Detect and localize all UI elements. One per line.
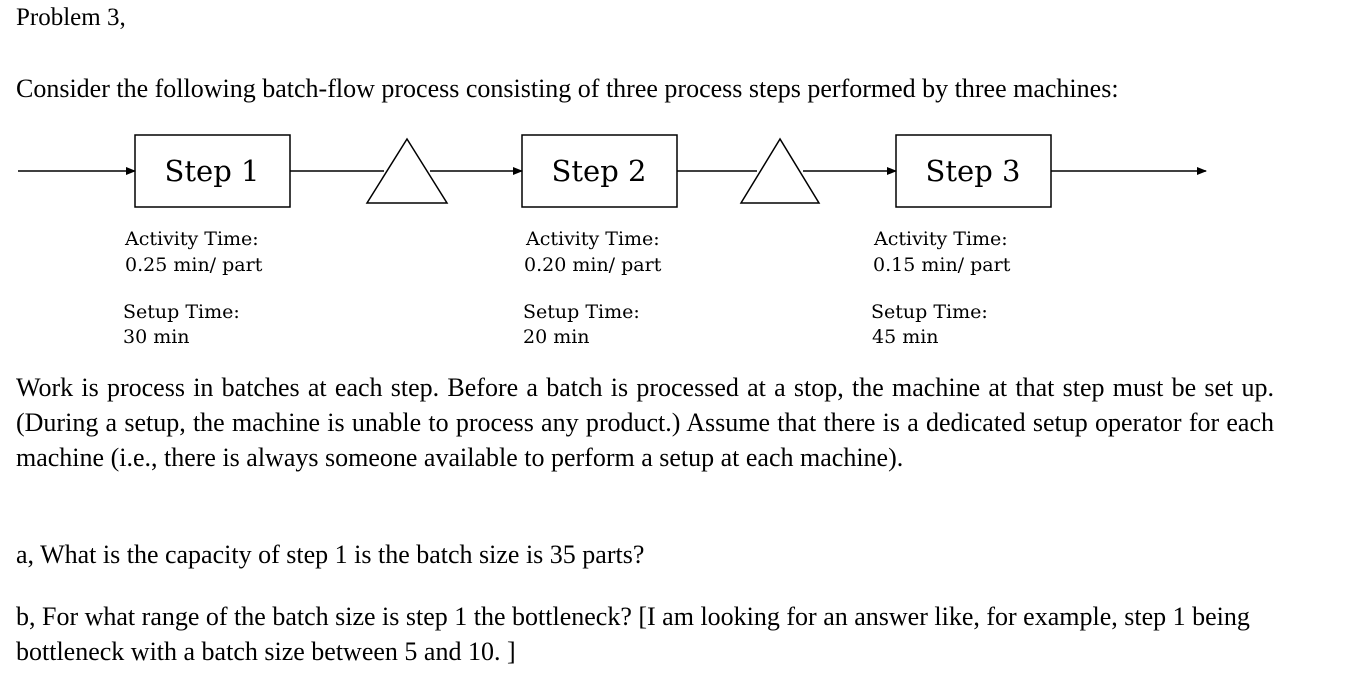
- step2-activity-label: Activity Time:: [525, 228, 660, 250]
- step1-label: Step 1: [165, 154, 260, 188]
- step1-activity-value: 0.25 min/ part: [125, 254, 263, 276]
- inventory-buffer-1: [365, 137, 449, 204]
- step1-setup-value: 30 min: [123, 326, 190, 348]
- step2-box: [521, 134, 678, 208]
- step2-setup-label: Setup Time:: [523, 301, 640, 323]
- step2-activity-value: 0.20 min/ part: [524, 254, 662, 276]
- step3-setup-label: Setup Time:: [871, 301, 988, 323]
- problem-description: Work is process in batches at each step.…: [16, 373, 1274, 472]
- step3-box: [895, 134, 1052, 208]
- step2-label: Step 2: [552, 154, 647, 188]
- step3-activity-value: 0.15 min/ part: [873, 254, 1011, 276]
- step1-box: [134, 134, 291, 208]
- step3-setup-value: 45 min: [872, 326, 939, 348]
- question-b: b, For what range of the batch size is s…: [16, 602, 1250, 666]
- step1-setup-label: Setup Time:: [123, 301, 240, 323]
- step3-label: Step 3: [926, 154, 1021, 188]
- step1-activity-label: Activity Time:: [124, 228, 259, 250]
- intro-text: Consider the following batch-flow proces…: [16, 74, 1119, 103]
- step3-activity-label: Activity Time:: [873, 228, 1008, 250]
- step2-setup-value: 20 min: [523, 326, 590, 348]
- problem-title: Problem 3,: [16, 4, 126, 31]
- question-a: a, What is the capacity of step 1 is the…: [16, 540, 645, 569]
- inventory-buffer-2: [739, 137, 821, 204]
- process-flow-diagram: Step 1 Step 2 Step 3 Activity Time: 0.25…: [18, 134, 1207, 348]
